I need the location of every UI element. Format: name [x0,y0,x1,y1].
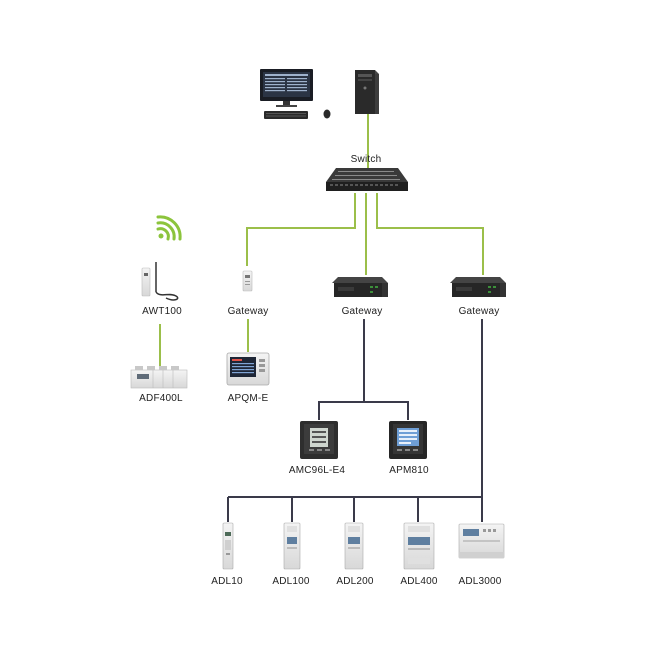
label-gateway-right: Gateway [458,306,500,317]
adl400-device-icon [403,522,435,570]
keyboard-icon [264,111,308,119]
label-switch: Switch [350,154,382,165]
label-amc96l-e4: AMC96L-E4 [288,465,346,476]
label-gateway-mid: Gateway [341,306,383,317]
wifi-icon [156,215,182,241]
amc96l-e4-device-icon [300,421,338,459]
label-adl100: ADL100 [272,576,310,587]
label-adf400l: ADF400L [139,393,183,404]
gateway-left-icon [242,270,253,292]
link-switch-gateway-right [376,193,484,275]
gateway-mid-icon [332,277,388,297]
adf400l-device-icon [130,366,188,389]
adl200-device-icon [344,522,364,570]
network-switch-icon [326,168,408,191]
mouse-icon [323,109,331,119]
label-apqm-e: APQM-E [227,393,269,404]
adl3000-device-icon [458,523,505,559]
label-adl10: ADL10 [211,576,243,587]
pc-tower-icon [355,70,379,114]
label-adl3000: ADL3000 [458,576,502,587]
link-bus-amc96 [318,401,409,420]
label-apm810: APM810 [389,465,429,476]
label-awt100: AWT100 [142,306,182,317]
link-switch-gateway-left [246,193,356,266]
apqm-e-device-icon [226,352,270,386]
computer-monitor-icon [260,69,313,107]
apm810-device-icon [389,421,427,459]
dark-links [227,319,483,522]
gateway-right-icon [450,277,506,297]
awt100-device-icon [141,262,179,301]
label-gateway-left: Gateway [227,306,269,317]
label-adl400: ADL400 [400,576,438,587]
green-links [159,112,484,366]
adl10-device-icon [222,522,234,570]
label-adl200: ADL200 [336,576,374,587]
adl100-device-icon [283,522,301,570]
